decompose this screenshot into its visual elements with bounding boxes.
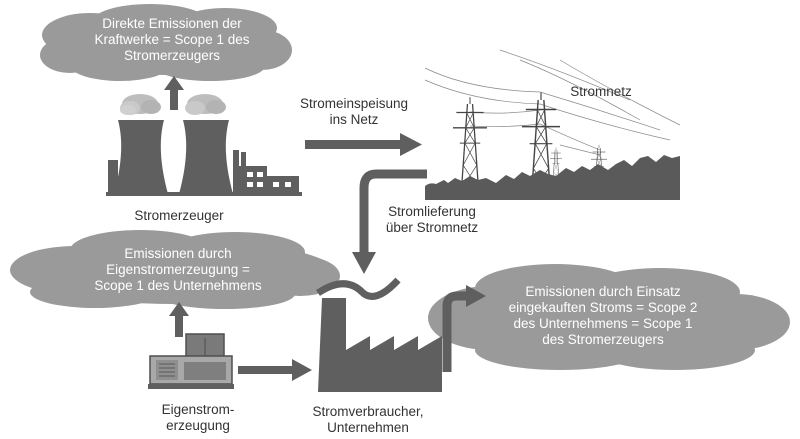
cloud-text-power-plant: Direkte Emissionen der Kraftwerke = Scop…	[94, 16, 250, 63]
label-delivery: Stromlieferung über Stromnetz	[385, 204, 479, 235]
power-pylon-icon	[424, 49, 681, 200]
label-self-generation: Eigenstrom- erzeugung	[161, 402, 235, 433]
factory-icon	[316, 277, 442, 392]
self-generation-emissions-cloud	[10, 230, 340, 309]
power-plant-emissions-cloud	[40, 4, 292, 81]
arrow-grid-delivery	[352, 169, 427, 274]
generator-icon	[148, 333, 234, 389]
arrow-plant-to-cloud	[164, 76, 184, 110]
arrow-generator-to-cloud	[169, 302, 189, 337]
label-producer: Stromerzeuger	[134, 208, 224, 223]
arrow-feed-to-grid	[305, 133, 422, 156]
arrow-factory-to-cloud	[442, 285, 486, 372]
arrow-generator-to-factory	[238, 359, 312, 381]
label-consumer: Stromverbraucher, Unternehmen	[312, 404, 424, 435]
label-grid-feed: Stromeinspeisung ins Netz	[299, 96, 409, 127]
cloud-text-purchased-power: Emissionen durch Einsatz eingekauften St…	[508, 284, 698, 347]
purchased-power-emissions-cloud	[428, 264, 790, 370]
label-grid: Stromnetz	[570, 84, 632, 99]
cooling-tower-icon	[106, 94, 302, 196]
cloud-text-self-generation: Emissionen durch Eigenstromerzeugung = S…	[94, 246, 262, 293]
